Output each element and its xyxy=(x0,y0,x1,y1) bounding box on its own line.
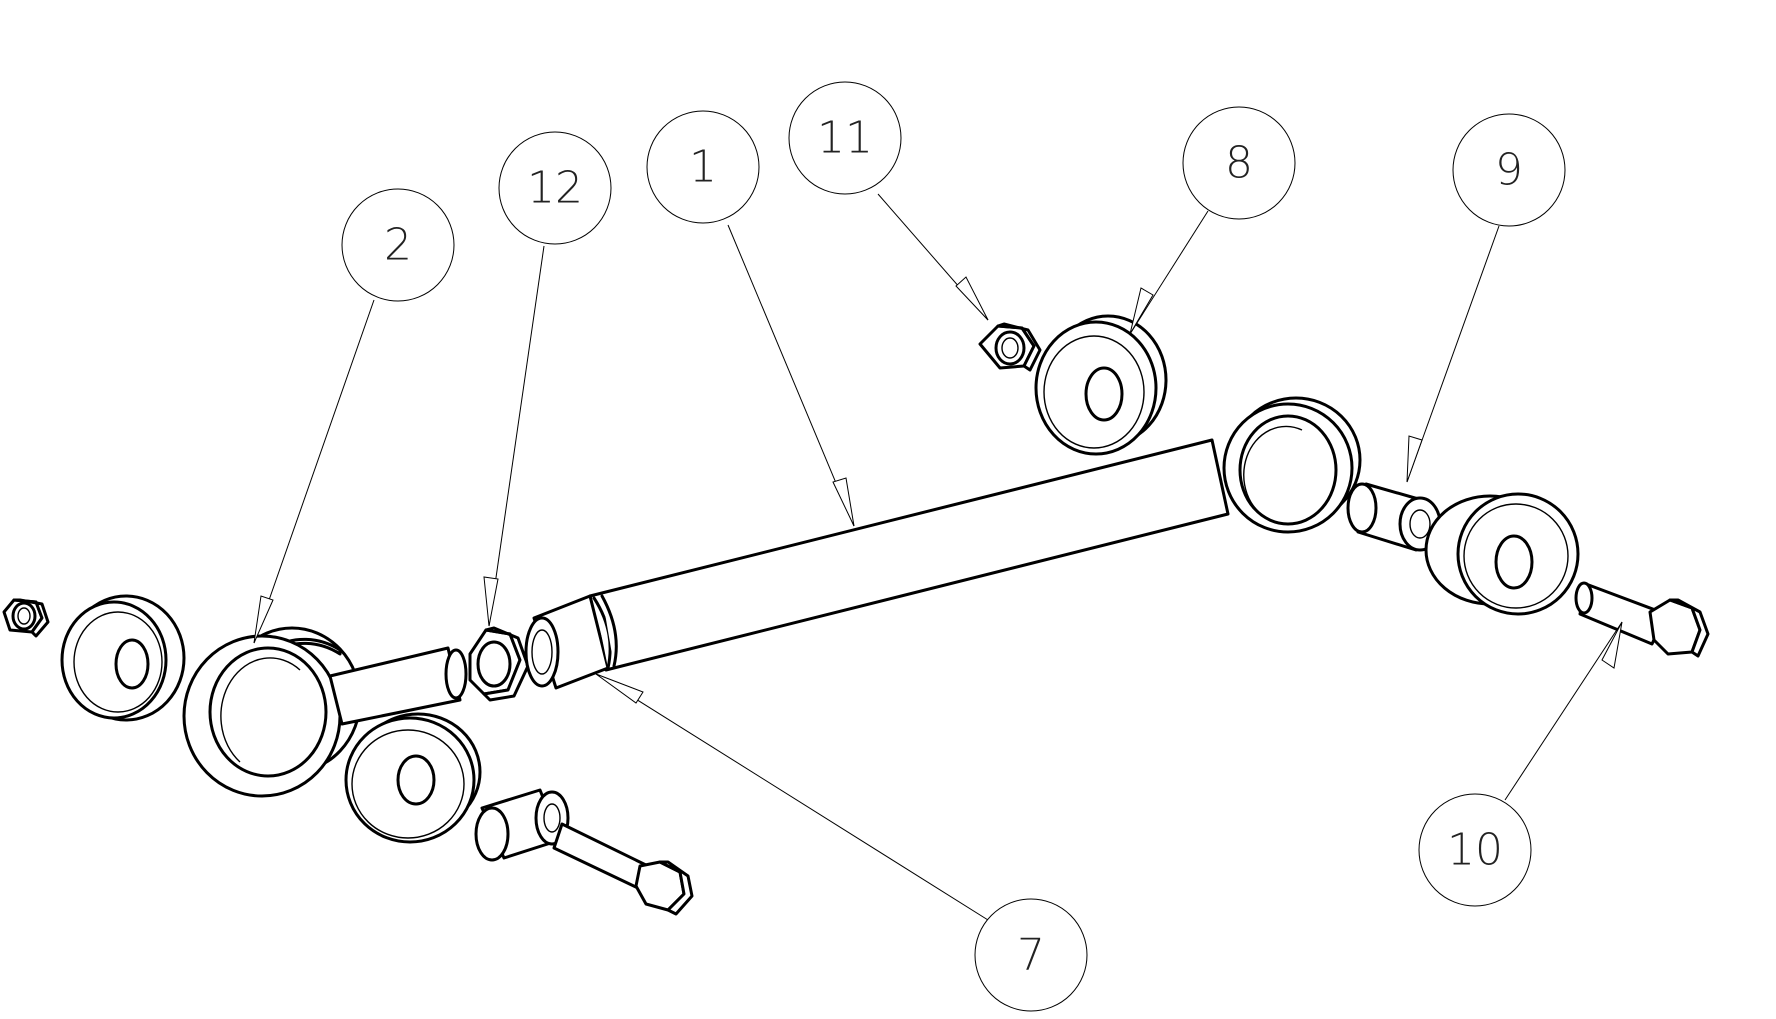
callout-label-12: 12 xyxy=(527,163,583,214)
jam-hex-nut xyxy=(468,626,530,702)
callout-balloon-1: 1 xyxy=(646,110,760,224)
leader-12-arrowhead xyxy=(483,576,499,627)
leader-7-arrowhead xyxy=(595,673,644,704)
callout-balloon-10: 10 xyxy=(1418,793,1532,907)
right-rod-end-eye xyxy=(1222,396,1362,534)
left-lower-bushing xyxy=(344,712,482,844)
left-spacer-sleeve xyxy=(474,788,570,862)
main-link-tube xyxy=(524,438,1230,690)
lower-right-bushing xyxy=(1424,492,1580,616)
left-rod-end-eye xyxy=(182,626,362,798)
leader-lines xyxy=(253,193,1623,921)
callout-balloon-12: 12 xyxy=(498,131,612,245)
leader-11-arrowhead xyxy=(955,276,989,321)
callout-label-2: 2 xyxy=(384,220,412,271)
leader-1-arrowhead xyxy=(832,477,855,527)
callout-label-9: 9 xyxy=(1495,145,1523,196)
leader-7 xyxy=(595,673,989,921)
leader-2 xyxy=(253,299,375,644)
callout-balloon-7: 7 xyxy=(974,898,1088,1012)
leader-1 xyxy=(727,224,855,527)
leader-8-arrowhead xyxy=(1129,287,1154,335)
leader-9 xyxy=(1406,225,1500,483)
callout-balloon-11: 11 xyxy=(788,81,902,195)
left-threaded-shaft xyxy=(328,646,468,726)
left-hex-bolt xyxy=(552,822,694,916)
leader-12 xyxy=(488,245,545,627)
callout-balloon-9: 9 xyxy=(1452,113,1566,227)
leader-9-arrowhead xyxy=(1406,435,1423,483)
leader-10 xyxy=(1504,621,1623,801)
upper-right-bushing xyxy=(1034,314,1168,456)
left-outer-bushing xyxy=(60,594,186,722)
leader-10-arrowhead xyxy=(1601,621,1623,669)
callout-label-7: 7 xyxy=(1017,930,1045,981)
leader-8 xyxy=(1129,210,1209,335)
callout-label-11: 11 xyxy=(817,113,873,164)
left-outer-hex-nut xyxy=(2,598,50,638)
leader-2-arrowhead xyxy=(253,595,274,644)
callout-balloon-2: 2 xyxy=(341,188,455,302)
callout-label-1: 1 xyxy=(689,142,717,193)
right-spacer-sleeve xyxy=(1346,482,1442,552)
callout-label-8: 8 xyxy=(1225,138,1253,189)
top-hex-nut xyxy=(978,322,1042,372)
callout-balloon-8: 8 xyxy=(1182,106,1296,220)
right-hex-bolt xyxy=(1574,581,1710,658)
callout-label-10: 10 xyxy=(1447,825,1503,876)
